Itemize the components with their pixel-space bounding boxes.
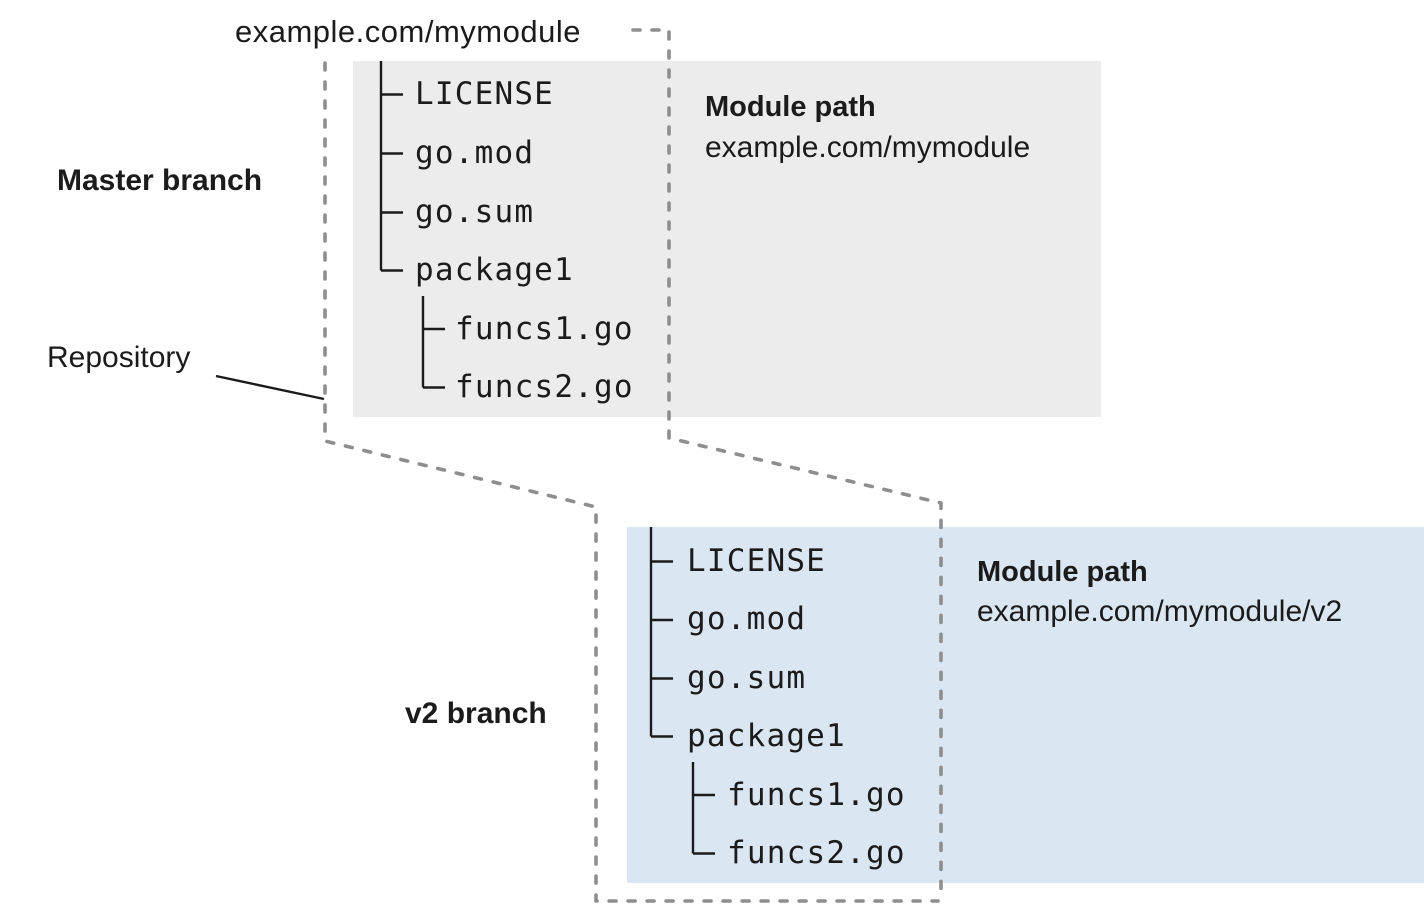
v2-tree-item-license: LICENSE <box>687 543 827 579</box>
repository-pointer-line <box>215 374 325 401</box>
v2-module-path-value: example.com/mymodule/v2 <box>977 595 1343 628</box>
master-tree-item-gomod: go.mod <box>415 135 535 171</box>
master-tree-item-funcs1: funcs1.go <box>455 311 634 347</box>
master-module-path-value: example.com/mymodule <box>705 131 1031 164</box>
v2-tree-item-funcs2: funcs2.go <box>727 835 906 871</box>
v2-branch-label: v2 branch <box>405 697 547 730</box>
v2-tree-item-gomod: go.mod <box>687 601 807 637</box>
master-tree-item-license: LICENSE <box>415 76 555 112</box>
v2-tree-item-package1: package1 <box>687 718 846 754</box>
v2-module-path-label: Module path <box>977 556 1148 588</box>
v2-tree-item-funcs1: funcs1.go <box>727 777 906 813</box>
master-module-path-label: Module path <box>705 91 876 123</box>
repository-label: Repository <box>47 341 191 374</box>
master-branch-label: Master branch <box>57 164 263 197</box>
v2-tree-item-gosum: go.sum <box>687 660 807 696</box>
repository-url-label: example.com/mymodule <box>235 14 581 49</box>
master-tree-item-gosum: go.sum <box>415 194 535 230</box>
master-tree-item-funcs2: funcs2.go <box>455 369 634 405</box>
master-tree-item-package1: package1 <box>415 252 574 288</box>
